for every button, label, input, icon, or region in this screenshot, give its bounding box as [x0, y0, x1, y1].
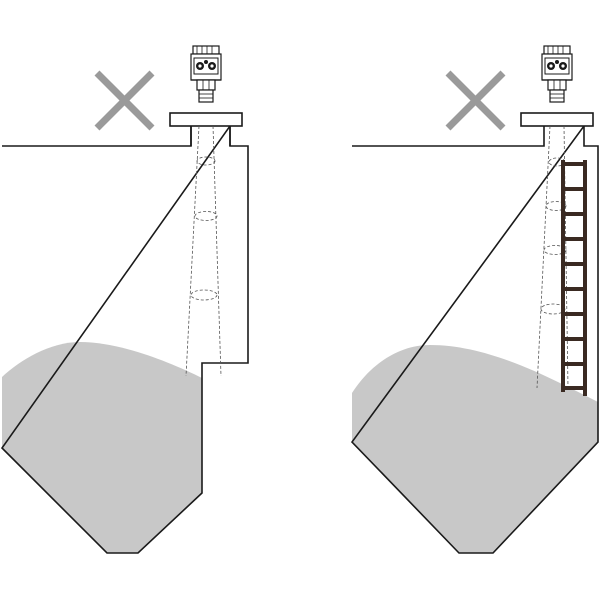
tank-outline-right — [350, 123, 599, 554]
product-fill-left — [2, 342, 202, 553]
panel-right — [350, 45, 599, 554]
cross-mark-icon — [94, 70, 155, 131]
panel-left — [0, 45, 249, 554]
ladder-icon — [561, 160, 587, 396]
radar-sensor-icon — [541, 45, 573, 103]
cross-mark-icon — [445, 70, 506, 131]
radar-sensor-icon — [190, 45, 222, 103]
flange-left — [169, 112, 243, 127]
product-fill-right — [352, 345, 598, 553]
radar-beam-left — [185, 125, 222, 377]
flange-right — [520, 112, 594, 127]
